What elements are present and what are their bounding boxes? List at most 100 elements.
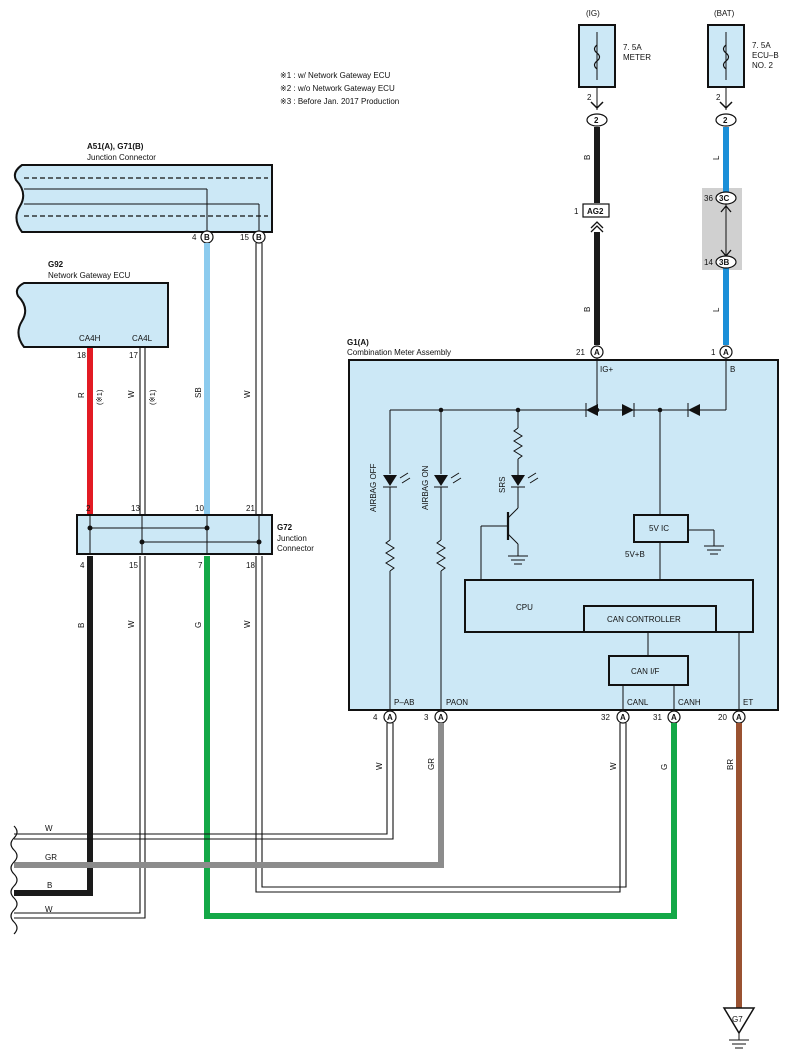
fuse-ig-rating: 7. 5A: [623, 43, 642, 52]
connector-3b-label: 3B: [719, 258, 729, 267]
chevron-up-icon: [590, 221, 604, 233]
junction-a51-pin-4-conn: B: [204, 233, 210, 242]
connector-ag2-pin: 1: [574, 207, 579, 216]
wire-color-g72-g: G: [194, 622, 203, 628]
meter-bottom-pin-4: 4: [373, 713, 378, 722]
wire-note-ca4h: (※1): [95, 389, 104, 405]
fuse-bat-name2: NO. 2: [752, 61, 773, 70]
wire-bat: L L 3C 36 3B 14: [702, 127, 742, 345]
cable-break-icon: [10, 825, 18, 935]
fuse-icon: [722, 44, 730, 70]
wire-color-g72-w1: W: [127, 620, 136, 628]
gateway-box: [15, 282, 169, 348]
chevron-down-icon: [719, 101, 733, 110]
wire-color-canh: G: [660, 764, 669, 770]
led-icon: [434, 475, 448, 486]
gateway-code: G92: [48, 260, 64, 269]
ground-label: G7: [732, 1015, 743, 1024]
meter-bottom-pin-32: 32: [601, 713, 610, 722]
meter-bottom-pin-32-conn: A: [620, 713, 626, 722]
ground-g7: G7: [722, 1007, 756, 1049]
srs-label: SRS: [498, 477, 507, 493]
lower-wires: B W G W W GR W G BR W GR B W: [10, 556, 742, 1008]
fuse-ig-supply: (IG): [586, 9, 600, 18]
junction-a51-name: Junction Connector: [87, 153, 156, 162]
g72-box: [76, 514, 273, 555]
meter-bottom-pin-31: 31: [653, 713, 662, 722]
meter-bottom-pin-20-conn: A: [736, 713, 742, 722]
can-controller-box: [583, 605, 717, 633]
g72-top-pin-13: 13: [131, 504, 140, 513]
left-wires-top: R (※1) W (※1) SB W: [77, 243, 263, 514]
meter-code: G1(A): [347, 338, 369, 347]
meter-name: Combination Meter Assembly: [347, 348, 451, 357]
ic-5v-output: 5V+B: [625, 550, 645, 559]
left-label-b: B: [47, 881, 52, 890]
diode-icon: [586, 404, 598, 416]
left-label-gr: GR: [45, 853, 57, 862]
wire-color-pab: W: [375, 762, 384, 770]
led-icon: [383, 475, 397, 486]
g72-code: G72: [277, 523, 293, 532]
wire-color-paon: GR: [427, 758, 436, 770]
ground-triangle-icon: [722, 1007, 756, 1035]
connector-bat-2-label: 2: [723, 116, 728, 125]
airbag-off-label: AIRBAG OFF: [369, 463, 378, 512]
can-if-box: [608, 655, 689, 686]
g72-bottom-pin-18: 18: [246, 561, 255, 570]
wire-color-bat-lower: L: [712, 307, 721, 312]
g72-top-pin-21: 21: [246, 504, 255, 513]
notes: ※1 : w/ Network Gateway ECU ※2 : w/o Net…: [280, 71, 399, 106]
gateway-pin-18: 18: [77, 351, 86, 360]
network-gateway-ecu: G92 Network Gateway ECU CA4H CA4L 18 17: [15, 260, 169, 360]
wire-color-ca4h: R: [77, 392, 86, 398]
gateway-term-ca4l: CA4L: [132, 334, 153, 343]
wire-color-sb: SB: [194, 387, 203, 398]
connector-bat-2: [715, 113, 737, 127]
can-if-label: CAN I/F: [631, 667, 660, 676]
wire-color-canl: W: [609, 762, 618, 770]
cpu-label: CPU: [516, 603, 533, 612]
wire-color-ca4l: W: [127, 390, 136, 398]
g72-bottom-pin-7: 7: [198, 561, 203, 570]
meter-bottom-pin-31-conn: A: [671, 713, 677, 722]
ic-5v-box: [633, 514, 689, 543]
wire-color-g72-b: B: [77, 623, 86, 628]
chevron-down-icon: [590, 101, 604, 110]
meter-term-paon: PAON: [446, 698, 468, 707]
g72-top-pin-10: 10: [195, 504, 204, 513]
junction-a51-pin-15-num: 15: [240, 233, 249, 242]
fuse-bat: (BAT) 7. 5A ECU–B NO. 2 2 2: [707, 9, 779, 127]
fuse-ig-name: METER: [623, 53, 651, 62]
wire-color-ig-upper: B: [583, 155, 592, 160]
note-1: ※1 : w/ Network Gateway ECU: [280, 71, 391, 80]
connector-3b-pin: 14: [704, 258, 713, 267]
junction-a51-g71: A51(A), G71(B) Junction Connector B 4 B …: [13, 142, 273, 244]
connector-3c-label: 3C: [719, 194, 729, 203]
meter-box: [348, 359, 779, 711]
fuse-bat-rating: 7. 5A: [752, 41, 771, 50]
fuse-bat-pin: 2: [716, 93, 721, 102]
meter-term-et: ET: [743, 698, 753, 707]
meter-term-canh: CANH: [678, 698, 701, 707]
meter-pin-21: 21: [576, 348, 585, 357]
meter-pin-b-conn: A: [723, 348, 729, 357]
meter-term-b: B: [730, 365, 735, 374]
connector-ig-2-label: 2: [594, 116, 599, 125]
meter-pin-ig-conn: A: [594, 348, 600, 357]
connector-3b: [715, 255, 737, 269]
junction-a51-code: A51(A), G71(B): [87, 142, 144, 151]
gateway-pin-17: 17: [129, 351, 138, 360]
meter-term-pab: P–AB: [394, 698, 414, 707]
g72-bottom-pin-15: 15: [129, 561, 138, 570]
wire-color-ig-lower: B: [583, 307, 592, 312]
fuse-icon: [593, 44, 601, 70]
resistor-icon: [513, 427, 523, 460]
fuse-bat-name1: ECU–B: [752, 51, 779, 60]
meter-bottom-pin-3: 3: [424, 713, 429, 722]
junction-g72: 2 13 10 21 G72 Junction Connector 4 15 7…: [76, 504, 314, 570]
diode-icon: [622, 404, 634, 416]
gateway-term-ca4h: CA4H: [79, 334, 101, 343]
diode-icon: [688, 404, 700, 416]
